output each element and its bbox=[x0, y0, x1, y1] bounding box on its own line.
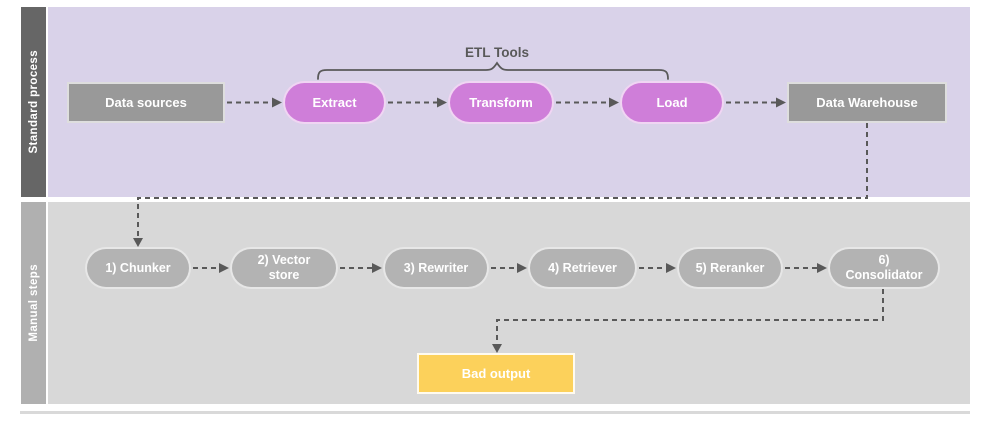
lane-label-standard-process: Standard process bbox=[21, 7, 46, 197]
node-chunker: 1) Chunker bbox=[85, 247, 191, 289]
node-bad-output: Bad output bbox=[417, 353, 575, 394]
node-extract: Extract bbox=[283, 81, 386, 124]
node-consolidator: 6) Consolidator bbox=[828, 247, 940, 289]
etl-tools-label: ETL Tools bbox=[465, 45, 529, 60]
node-rewriter: 3) Rewriter bbox=[383, 247, 489, 289]
lane-label-text: Standard process bbox=[27, 50, 40, 154]
node-retriever: 4) Retriever bbox=[528, 247, 637, 289]
node-transform: Transform bbox=[448, 81, 554, 124]
node-reranker: 5) Reranker bbox=[677, 247, 783, 289]
lane-label-manual-steps: Manual steps bbox=[21, 202, 46, 404]
node-vector-store: 2) Vector store bbox=[230, 247, 338, 289]
node-load: Load bbox=[620, 81, 724, 124]
node-data-warehouse: Data Warehouse bbox=[787, 82, 947, 123]
lane-label-text: Manual steps bbox=[27, 264, 40, 342]
node-data-sources: Data sources bbox=[67, 82, 225, 123]
bottom-divider bbox=[20, 411, 970, 414]
